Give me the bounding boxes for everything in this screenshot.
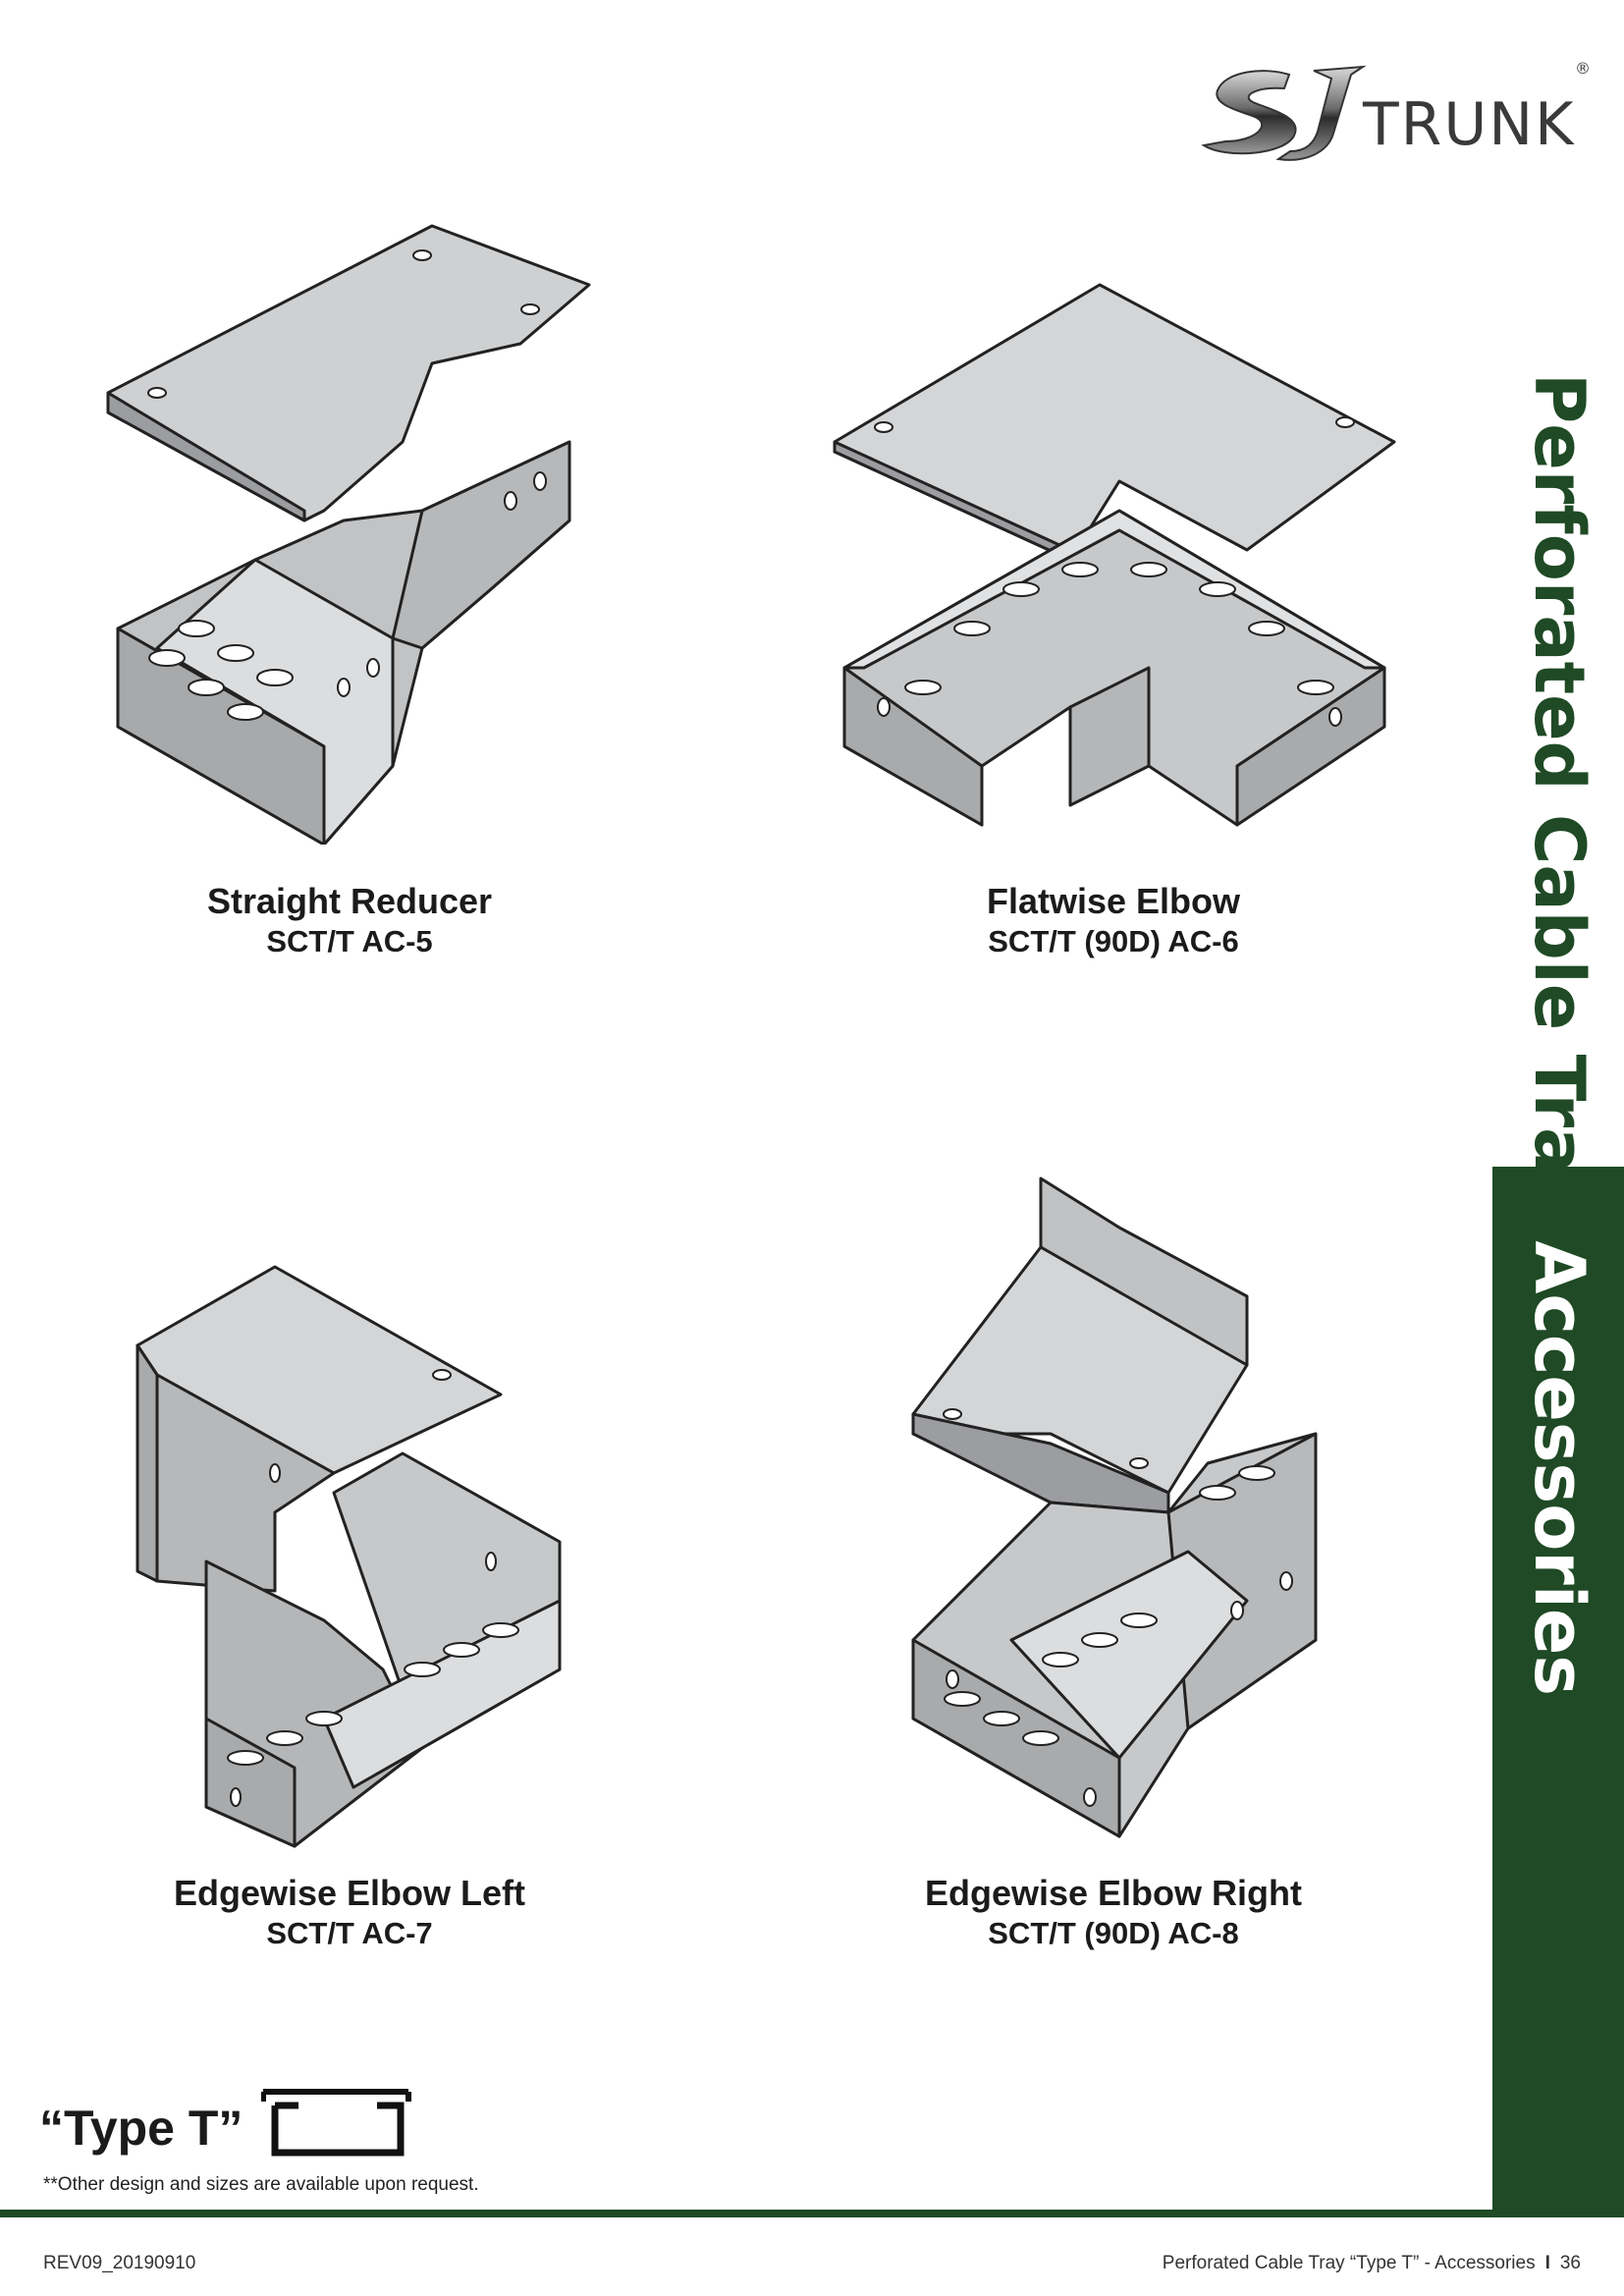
type-label: “Type T”	[39, 2101, 244, 2156]
product-name: Edgewise Elbow Right	[924, 1873, 1303, 1913]
straight-reducer-illustration	[106, 224, 591, 845]
product-caption: Flatwise Elbow SCT/T (90D) AC-6	[809, 880, 1418, 960]
registered-mark: ®	[1575, 59, 1591, 78]
page-number: 36	[1559, 2253, 1581, 2273]
product-code: SCT/T AC-7	[266, 1916, 433, 1950]
footer-section: Perforated Cable Tray “Type T” - Accesso…	[1163, 2253, 1581, 2274]
product-caption: Edgewise Elbow Right SCT/T (90D) AC-8	[809, 1872, 1418, 1952]
side-band	[1492, 1167, 1624, 2210]
sj-monogram-icon	[1201, 65, 1367, 161]
footer-rule	[0, 2210, 1624, 2217]
product-code: SCT/T (90D) AC-6	[988, 924, 1239, 958]
side-title-main: Perforated Cable Tray	[1519, 373, 1599, 1241]
flatwise-elbow-illustration	[833, 283, 1396, 827]
product-name: Straight Reducer	[206, 881, 493, 921]
brand-wordmark: TRUNK	[1363, 90, 1576, 159]
revision-code: REV09_20190910	[43, 2253, 196, 2273]
product-name: Flatwise Elbow	[986, 881, 1241, 921]
side-section-title: Perforated Cable Tray Accessories	[1512, 373, 1606, 1696]
footer-section-title: Perforated Cable Tray “Type T” - Accesso…	[1162, 2253, 1536, 2273]
type-t-profile-icon	[261, 2089, 411, 2157]
side-title-accent: Accessories	[1519, 1240, 1599, 1696]
product-code: SCT/T (90D) AC-8	[988, 1916, 1239, 1950]
brand-logo: TRUNK ®	[1196, 57, 1591, 175]
footer-separator: I	[1544, 2253, 1550, 2273]
edgewise-elbow-right-illustration	[911, 1176, 1318, 1838]
footnote: **Other design and sizes are available u…	[43, 2174, 479, 2195]
product-code: SCT/T AC-5	[266, 924, 433, 958]
edgewise-elbow-left-illustration	[135, 1265, 562, 1848]
product-caption: Edgewise Elbow Left SCT/T AC-7	[45, 1872, 654, 1952]
product-caption: Straight Reducer SCT/T AC-5	[45, 880, 654, 960]
product-name: Edgewise Elbow Left	[173, 1873, 526, 1913]
